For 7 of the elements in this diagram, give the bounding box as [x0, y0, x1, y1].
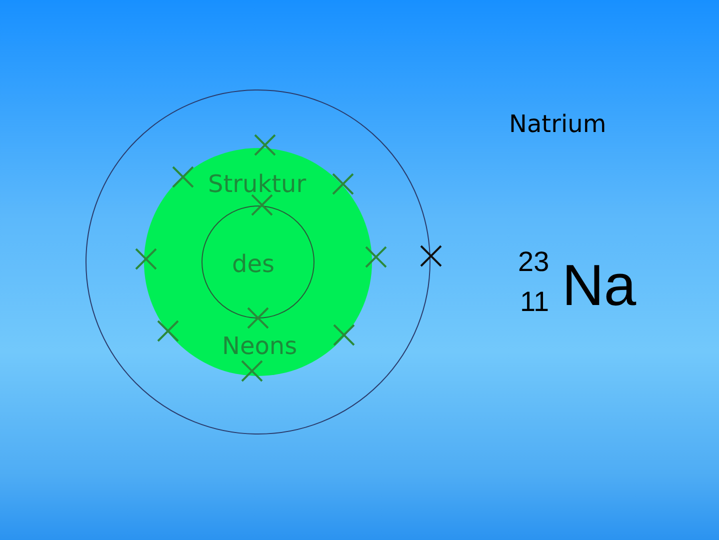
mass-number: 23: [518, 246, 550, 278]
shell-caption: des: [232, 250, 275, 278]
element-symbol: Na: [562, 252, 636, 319]
shell-caption: Neons: [222, 332, 298, 360]
shell-caption: Struktur: [208, 170, 306, 198]
atomic-number: 11: [520, 286, 550, 318]
element-name: Natrium: [509, 110, 606, 138]
